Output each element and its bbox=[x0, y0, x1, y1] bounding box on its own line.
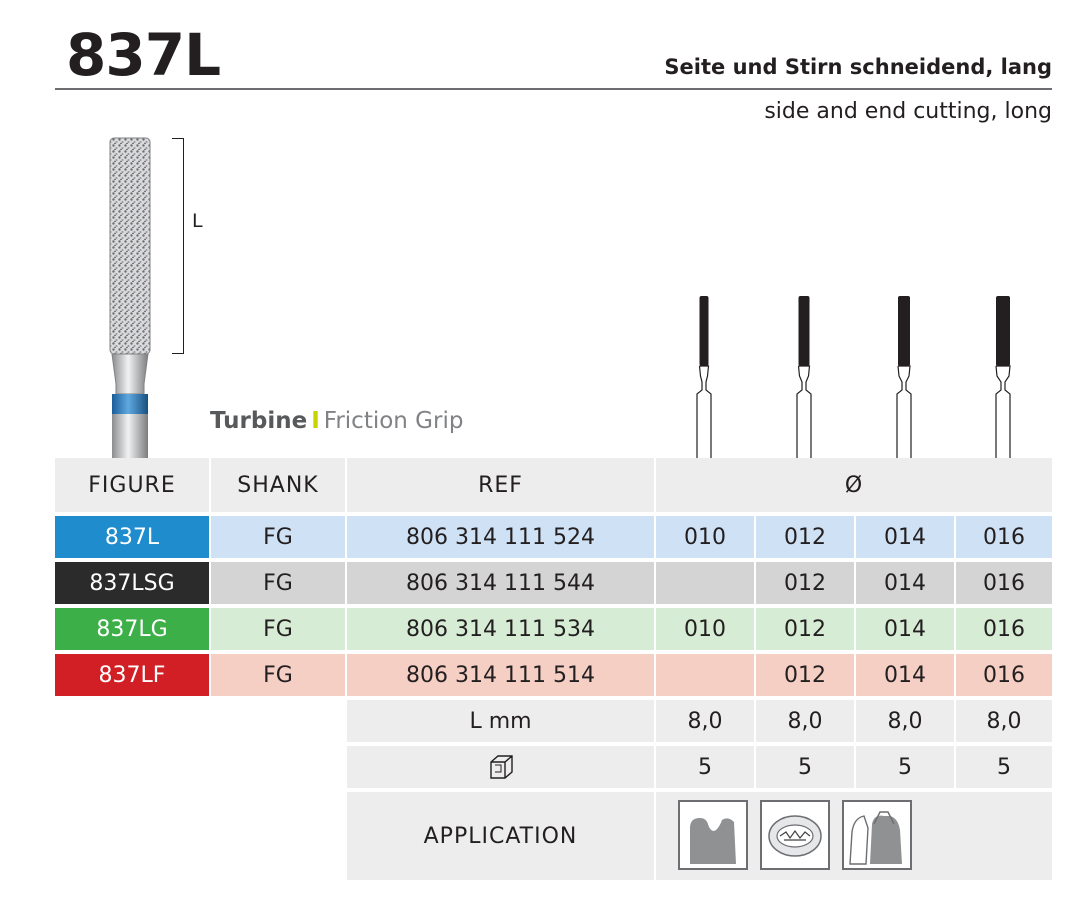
diameter-cell: 016 bbox=[956, 654, 1052, 696]
lmm-label: L mm bbox=[347, 700, 654, 742]
col-header-ref: REF bbox=[347, 458, 654, 512]
diameter-cell bbox=[656, 562, 754, 604]
bur-silhouette-icon bbox=[896, 296, 912, 458]
header-divider bbox=[55, 88, 1052, 90]
ref-cell: 806 314 111 514 bbox=[347, 654, 654, 696]
occlusal-view-icon bbox=[760, 800, 830, 870]
package-count: 5 bbox=[656, 746, 754, 788]
shank-cell: FG bbox=[211, 608, 345, 650]
figure-cell: 837LF bbox=[55, 654, 209, 696]
diameter-cell: 010 bbox=[656, 516, 754, 558]
package-count: 5 bbox=[756, 746, 854, 788]
grip-type-light: Friction Grip bbox=[323, 408, 464, 434]
ref-cell: 806 314 111 544 bbox=[347, 562, 654, 604]
diameter-cell: 012 bbox=[756, 562, 854, 604]
lmm-value: 8,0 bbox=[756, 700, 854, 742]
figure-cell: 837L bbox=[55, 516, 209, 558]
shank-cell: FG bbox=[211, 516, 345, 558]
package-count: 5 bbox=[856, 746, 954, 788]
col-header-diameter: Ø bbox=[656, 458, 1052, 512]
crown-preparation-icon bbox=[842, 800, 912, 870]
lmm-value: 8,0 bbox=[956, 700, 1052, 742]
shank-cell: FG bbox=[211, 654, 345, 696]
diameter-cell: 014 bbox=[856, 654, 954, 696]
diameter-cell: 012 bbox=[756, 654, 854, 696]
col-header-figure: FIGURE bbox=[55, 458, 209, 512]
lmm-value: 8,0 bbox=[856, 700, 954, 742]
diameter-cell: 012 bbox=[756, 608, 854, 650]
diameter-cell: 014 bbox=[856, 608, 954, 650]
ref-cell: 806 314 111 524 bbox=[347, 516, 654, 558]
diameter-cell: 014 bbox=[856, 516, 954, 558]
subtitle-english: side and end cutting, long bbox=[764, 99, 1052, 124]
subtitle-german: Seite und Stirn schneidend, lang bbox=[664, 55, 1052, 79]
diameter-cell: 016 bbox=[956, 516, 1052, 558]
diameter-cell: 014 bbox=[856, 562, 954, 604]
package-count: 5 bbox=[956, 746, 1052, 788]
diameter-cell: 010 bbox=[656, 608, 754, 650]
figure-cell: 837LSG bbox=[55, 562, 209, 604]
diameter-cell: 012 bbox=[756, 516, 854, 558]
page-title: 837L bbox=[66, 21, 221, 89]
lmm-value: 8,0 bbox=[656, 700, 754, 742]
diameter-cell: 016 bbox=[956, 608, 1052, 650]
diamond-bur-image bbox=[109, 137, 151, 458]
length-label: L bbox=[192, 210, 203, 232]
diameter-cell bbox=[656, 654, 754, 696]
grip-type-bold: Turbine bbox=[210, 408, 308, 434]
bur-silhouette-icon bbox=[796, 296, 812, 458]
cavity-preparation-icon bbox=[678, 800, 748, 870]
shank-cell: FG bbox=[211, 562, 345, 604]
bur-silhouette-icon bbox=[696, 296, 712, 458]
diameter-cell: 016 bbox=[956, 562, 1052, 604]
col-header-shank: SHANK bbox=[211, 458, 345, 512]
package-box-icon bbox=[347, 746, 654, 788]
figure-cell: 837LG bbox=[55, 608, 209, 650]
bur-silhouette-icon bbox=[995, 296, 1011, 458]
application-label: APPLICATION bbox=[347, 792, 654, 880]
grip-separator: I bbox=[311, 408, 320, 434]
ref-cell: 806 314 111 534 bbox=[347, 608, 654, 650]
length-bracket bbox=[172, 138, 184, 354]
